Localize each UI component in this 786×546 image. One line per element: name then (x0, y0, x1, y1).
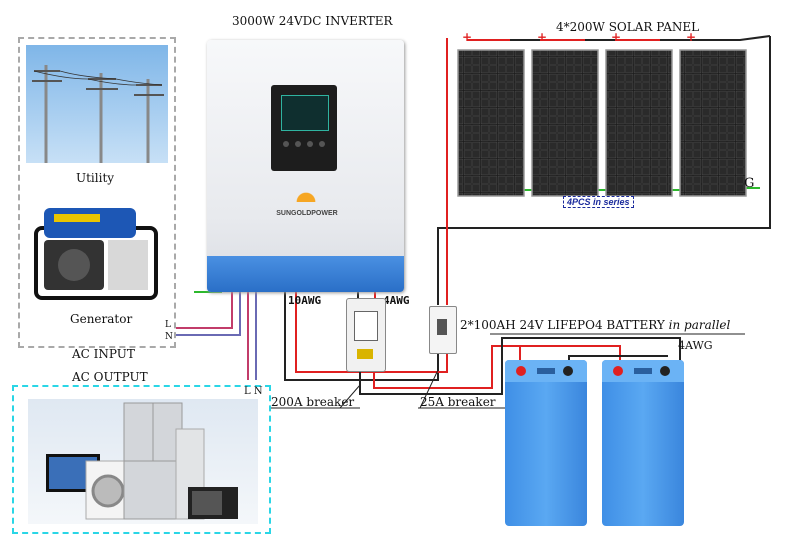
inverter-base (207, 256, 404, 292)
solar-panel (457, 49, 525, 197)
ac-output-heading: AC OUTPUT (72, 370, 148, 384)
breaker-200a-label: 200A breaker (271, 395, 355, 409)
solar-panel (531, 49, 599, 197)
pv-plus-marker: + (537, 30, 548, 44)
solar-panel-array (457, 49, 747, 197)
generator-icon (34, 208, 158, 300)
solar-title: 4*200W SOLAR PANEL (556, 20, 700, 34)
inverter: SUNGOLDPOWER (207, 40, 404, 292)
utility-image (26, 45, 168, 163)
pv-to-inverter-wire (284, 292, 439, 381)
breaker-25a-label: 25A breaker (420, 395, 496, 409)
battery-title: 2*100AH 24V LIFEPO4 BATTERY in parallel (460, 318, 731, 332)
gauge-battery-4awg: 4AWG (678, 339, 713, 352)
inverter-brand: SUNGOLDPOWER (276, 210, 338, 217)
ac-output-box (12, 385, 271, 534)
battery-positive-terminal (613, 366, 623, 376)
battery-negative-terminal (563, 366, 573, 376)
solar-panel (605, 49, 673, 197)
ground-symbol: G (744, 176, 755, 191)
utility-label: Utility (76, 171, 115, 185)
pv-plus-marker: + (686, 30, 697, 44)
pv-plus-marker: + (611, 30, 622, 44)
battery-negative-terminal (660, 366, 670, 376)
gauge-10awg: 10AWG (288, 294, 322, 307)
battery-positive-terminal (516, 366, 526, 376)
ac-input-n-wire (176, 292, 241, 336)
ac-input-l-wire (176, 292, 233, 329)
appliances-image (28, 399, 258, 524)
generator-label: Generator (70, 312, 133, 326)
inverter-screen (281, 95, 329, 131)
ac-output-ln: L N (244, 386, 263, 397)
sun-logo-icon (295, 190, 317, 202)
inverter-display (271, 85, 337, 171)
ac-input-heading: AC INPUT (72, 347, 135, 361)
pv-plus-marker: + (462, 30, 473, 44)
ac-input-box (18, 37, 176, 348)
generator-image (30, 198, 162, 308)
battery-positive-wire (373, 345, 621, 389)
ac-input-l: L (165, 320, 171, 330)
ac-input-n: N (165, 332, 173, 342)
solar-panel (679, 49, 747, 197)
series-note: 4PCS in series (563, 196, 634, 208)
battery-negative-wire (359, 337, 681, 395)
battery-unit-1 (505, 360, 587, 526)
gauge-4awg: 4AWG (383, 294, 410, 307)
power-pole-icon (32, 65, 164, 163)
appliances-icon (46, 402, 238, 520)
breaker-25a (429, 306, 457, 354)
battery-unit-2 (602, 360, 684, 526)
breaker-200a (346, 298, 386, 372)
inverter-title: 3000W 24VDC INVERTER (232, 14, 393, 28)
pv-negative-wire (437, 36, 771, 305)
